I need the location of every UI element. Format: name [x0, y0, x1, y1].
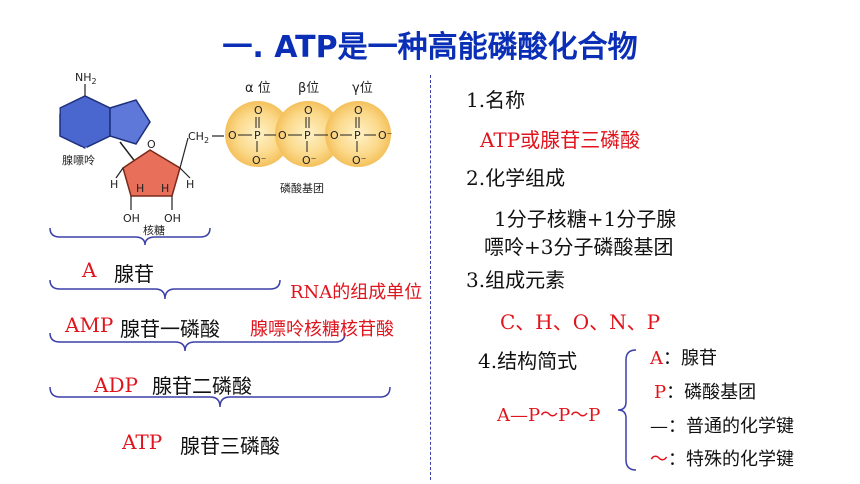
amp-note: 腺嘌呤核糖核苷酸 — [250, 319, 394, 340]
n-label-3: N — [134, 90, 141, 101]
elements-value: C、H、O、N、P — [500, 310, 661, 334]
rna-note: RNA的组成单位 — [290, 282, 423, 303]
legend-item-special-bond: ～：特殊的化学键 — [650, 445, 794, 471]
legend-item-bond: —：普通的化学键 — [650, 412, 794, 438]
legend-item-p: P：磷酸基团 — [654, 378, 756, 404]
legend-desc-a: ：腺苷 — [663, 348, 717, 369]
legend-symbol-p: P — [654, 382, 667, 403]
o-bottom-3: O⁻ — [352, 154, 367, 167]
amp-name: 腺苷一磷酸 — [120, 317, 220, 341]
o-top-2: O — [304, 104, 313, 117]
o-bridge-2: O — [278, 129, 287, 142]
legend-desc-bond: ：普通的化学键 — [668, 416, 794, 437]
alpha-label: α 位 — [245, 81, 271, 96]
o-bottom-1: O⁻ — [252, 154, 267, 167]
phosphate-group — [225, 101, 391, 167]
ring-o-label: O — [147, 138, 156, 151]
atp-structure-diagram: NH2 N N N N 腺嘌呤 O H H H H OH OH 核糖 CH2 α… — [53, 71, 393, 237]
o-top-1: O — [254, 104, 263, 117]
h-label-2: H — [186, 178, 194, 191]
vertical-divider — [430, 75, 431, 480]
gamma-label: γ位 — [352, 81, 373, 96]
h-label-1: H — [110, 178, 118, 191]
atp-code: ATP — [122, 430, 163, 454]
p-beta: P — [304, 129, 311, 142]
o-top-3: O — [354, 104, 363, 117]
legend-bracket — [617, 349, 637, 471]
composition-line-2: 嘌呤+3分子磷酸基团 — [484, 235, 674, 259]
p-gamma: P — [354, 129, 361, 142]
legend-symbol-bond: — — [650, 416, 668, 437]
adp-code: ADP — [94, 373, 138, 397]
legend-symbol-special-bond: ～ — [650, 449, 668, 470]
h-label-4: H — [161, 182, 169, 195]
ribose-label: 核糖 — [143, 223, 165, 237]
ch2-label: CH2 — [188, 130, 209, 145]
n-label-4: N — [102, 144, 109, 155]
adp-name: 腺苷二磷酸 — [152, 374, 252, 398]
oh-label-1: OH — [123, 212, 140, 225]
structural-formula: A—P～P～P — [497, 405, 601, 426]
composition-line-1: 1分子核糖+1分子腺 — [494, 207, 677, 231]
n-label-1: N — [53, 106, 60, 117]
adenine-label: 腺嘌呤 — [62, 153, 95, 167]
n-label-2: N — [80, 146, 87, 157]
heading-name: 1.名称 — [466, 88, 526, 112]
p-alpha: P — [254, 129, 261, 142]
atp-name: 腺苷三磷酸 — [180, 434, 280, 458]
heading-formula: 4.结构简式 — [478, 349, 578, 373]
h-label-3: H — [136, 182, 144, 195]
o-bottom-2: O⁻ — [302, 154, 317, 167]
adenine-ring — [59, 84, 151, 149]
page-title: 一. ATP是一种高能磷酸化合物 — [222, 30, 638, 65]
nh2-label: NH2 — [75, 71, 97, 86]
heading-elements: 3.组成元素 — [466, 268, 566, 292]
heading-composition: 2.化学组成 — [466, 166, 566, 190]
legend-desc-p: ：磷酸基团 — [666, 382, 757, 403]
braces — [49, 227, 391, 408]
o-bridge-3: O — [330, 129, 339, 142]
ribose-ring — [122, 149, 181, 197]
o-bridge-1: O — [228, 129, 237, 142]
a-name: 腺苷 — [114, 262, 154, 286]
legend-desc-special-bond: ：特殊的化学键 — [668, 449, 794, 470]
legend-symbol-a: A — [650, 348, 663, 369]
amp-code: AMP — [65, 313, 114, 337]
o-end: O⁻ — [378, 129, 393, 142]
a-code: A — [82, 258, 97, 282]
phosphate-group-label: 磷酸基团 — [280, 181, 324, 195]
oh-label-2: OH — [164, 212, 181, 225]
name-value: ATP或腺苷三磷酸 — [480, 128, 641, 152]
beta-label: β位 — [298, 81, 319, 96]
legend-item-a: A：腺苷 — [650, 344, 717, 370]
